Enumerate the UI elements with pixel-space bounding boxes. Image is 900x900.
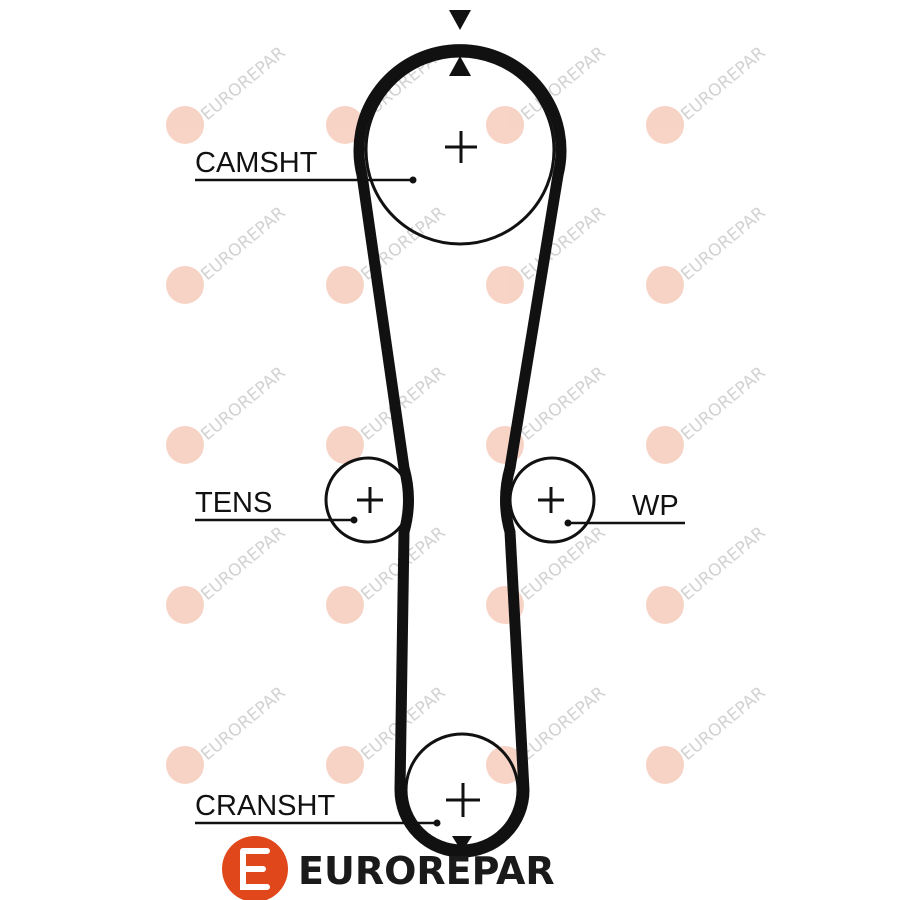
- svg-text:EUROREPAR: EUROREPAR: [197, 43, 289, 125]
- tensioner-center-mark: [357, 487, 383, 513]
- watermark-logo: EUROREPAR: [326, 203, 450, 304]
- eurorepar-logo: EUROREPAR: [222, 836, 555, 900]
- svg-text:EUROREPAR: EUROREPAR: [677, 363, 769, 445]
- svg-text:EUROREPAR: EUROREPAR: [677, 523, 769, 605]
- cam-timing-arrow-up: [449, 56, 471, 76]
- tensioner-pulley: [324, 456, 412, 544]
- watermark-logo: EUROREPAR: [166, 683, 290, 784]
- camshaft-label: CAMSHT: [195, 147, 318, 179]
- water-pump-center-mark: [538, 487, 564, 513]
- cam-timing-arrow-down: [449, 10, 471, 30]
- svg-text:EUROREPAR: EUROREPAR: [197, 363, 289, 445]
- watermark-logo: EUROREPAR: [646, 523, 770, 624]
- watermark-logo: EUROREPAR: [166, 43, 290, 144]
- svg-text:EUROREPAR: EUROREPAR: [517, 203, 609, 285]
- svg-text:EUROREPAR: EUROREPAR: [197, 203, 289, 285]
- watermark-logo: EUROREPAR: [646, 363, 770, 464]
- crankshaft-center-mark: [446, 783, 480, 817]
- brand-name: EUROREPAR: [298, 849, 555, 893]
- tensioner-label: TENS: [195, 487, 272, 519]
- svg-text:EUROREPAR: EUROREPAR: [517, 683, 609, 765]
- water-pump-label: WP: [632, 490, 679, 522]
- watermark-logo: EUROREPAR: [486, 363, 610, 464]
- watermark-logo: EUROREPAR: [486, 523, 610, 624]
- crankshaft-leader-dot: [433, 819, 441, 827]
- watermark-logo: EUROREPAR: [166, 203, 290, 304]
- crank-timing-arrow-down: [452, 836, 472, 852]
- watermark-logo: EUROREPAR: [646, 203, 770, 304]
- tensioner-leader-dot: [350, 516, 358, 524]
- watermark-logo: EUROREPAR: [646, 43, 770, 144]
- water-pump-leader-dot: [564, 519, 572, 527]
- watermark-logo: EUROREPAR: [646, 683, 770, 784]
- camshaft-leader-dot: [409, 176, 417, 184]
- svg-text:EUROREPAR: EUROREPAR: [677, 43, 769, 125]
- svg-text:EUROREPAR: EUROREPAR: [517, 363, 609, 445]
- watermark-logo: EUROREPAR: [166, 363, 290, 464]
- svg-text:EUROREPAR: EUROREPAR: [677, 203, 769, 285]
- crankshaft-label: CRANSHT: [195, 790, 335, 822]
- water-pump-pulley: [508, 456, 596, 544]
- timing-belt: [353, 44, 567, 858]
- camshaft-center-mark: [445, 131, 477, 163]
- svg-text:EUROREPAR: EUROREPAR: [197, 523, 289, 605]
- svg-text:EUROREPAR: EUROREPAR: [197, 683, 289, 765]
- watermark-logo: EUROREPAR: [326, 683, 450, 784]
- watermark-logo: EUROREPAR: [166, 523, 290, 624]
- svg-text:EUROREPAR: EUROREPAR: [677, 683, 769, 765]
- watermark-logo: EUROREPAR: [486, 683, 610, 784]
